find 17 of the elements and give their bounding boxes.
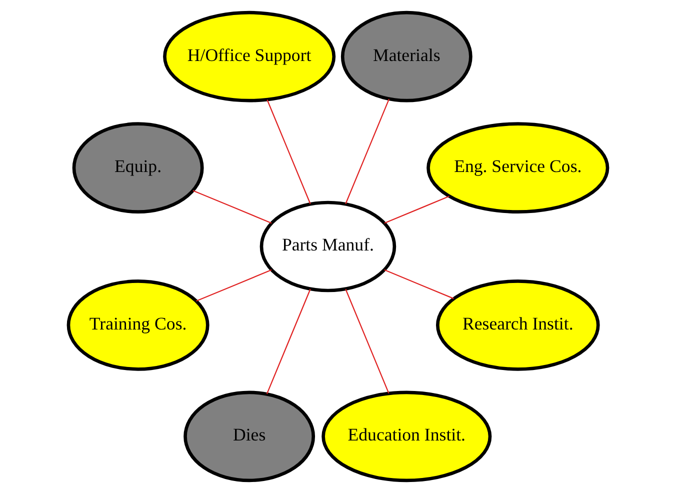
connector (384, 269, 454, 300)
node-ellipse: Materials (340, 10, 472, 102)
node-ellipse: Training Cos. (66, 280, 209, 371)
node-ellipse: Eng. Service Cos. (426, 122, 609, 214)
node-ellipse: Dies (183, 390, 315, 482)
connector (196, 269, 272, 302)
node-ellipse: Education Instit. (321, 390, 492, 482)
node-ellipse: H/Office Support (162, 10, 336, 102)
node-ellipse: Parts Manuf. (259, 200, 396, 292)
connector (344, 288, 389, 394)
connector (384, 196, 449, 224)
connector (266, 288, 310, 394)
node-ellipse: Research Instit. (436, 280, 600, 371)
connector (344, 98, 390, 204)
node-ellipse: Equip. (72, 122, 204, 214)
connector (266, 100, 310, 204)
connector (192, 190, 272, 224)
